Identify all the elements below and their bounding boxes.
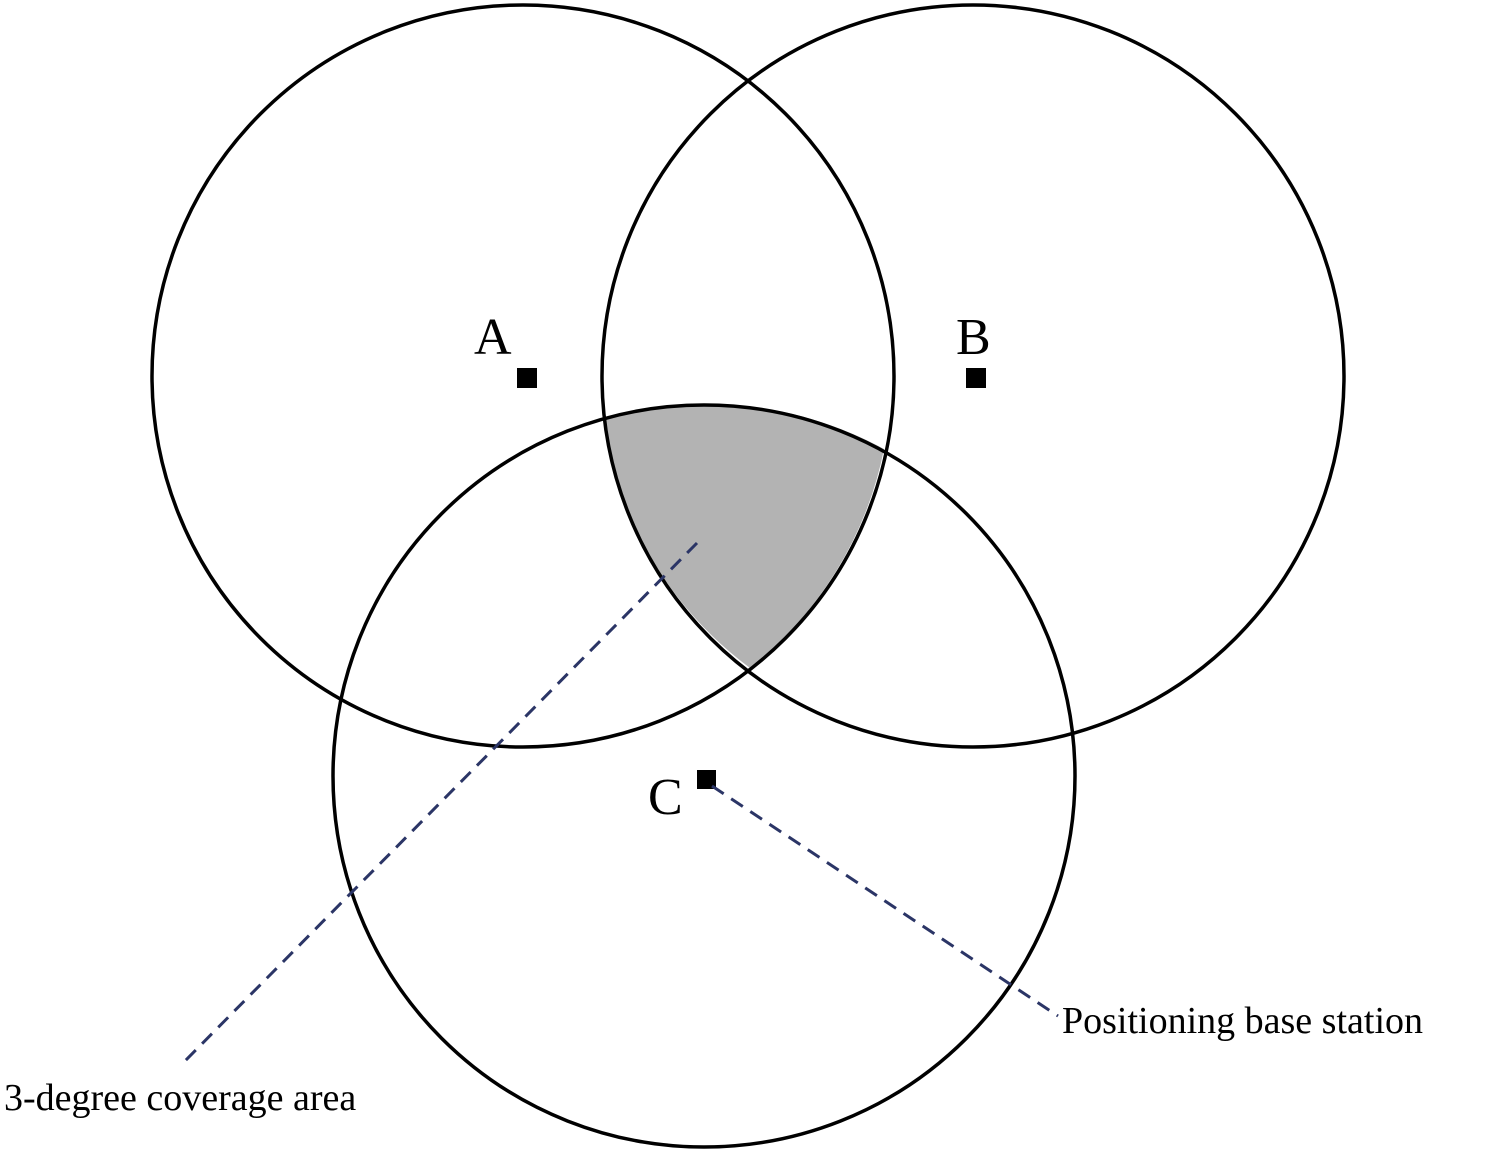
station-marker-a <box>517 368 537 388</box>
base-station-label: Positioning base station <box>1062 1000 1423 1042</box>
coverage-circle-c <box>331 403 1077 1149</box>
station-marker-b <box>966 368 986 388</box>
triple-overlap-region <box>603 404 884 668</box>
station-label-b: B <box>956 309 991 366</box>
coverage-circle-a <box>150 3 896 749</box>
base-station-leader-line <box>711 784 1059 1018</box>
coverage-circle-b <box>600 3 1346 749</box>
station-label-c: C <box>648 769 683 826</box>
station-label-a: A <box>474 309 512 366</box>
station-marker-c <box>697 770 716 789</box>
coverage-area-label: 3-degree coverage area <box>4 1077 356 1119</box>
coverage-leader-line <box>181 541 699 1065</box>
